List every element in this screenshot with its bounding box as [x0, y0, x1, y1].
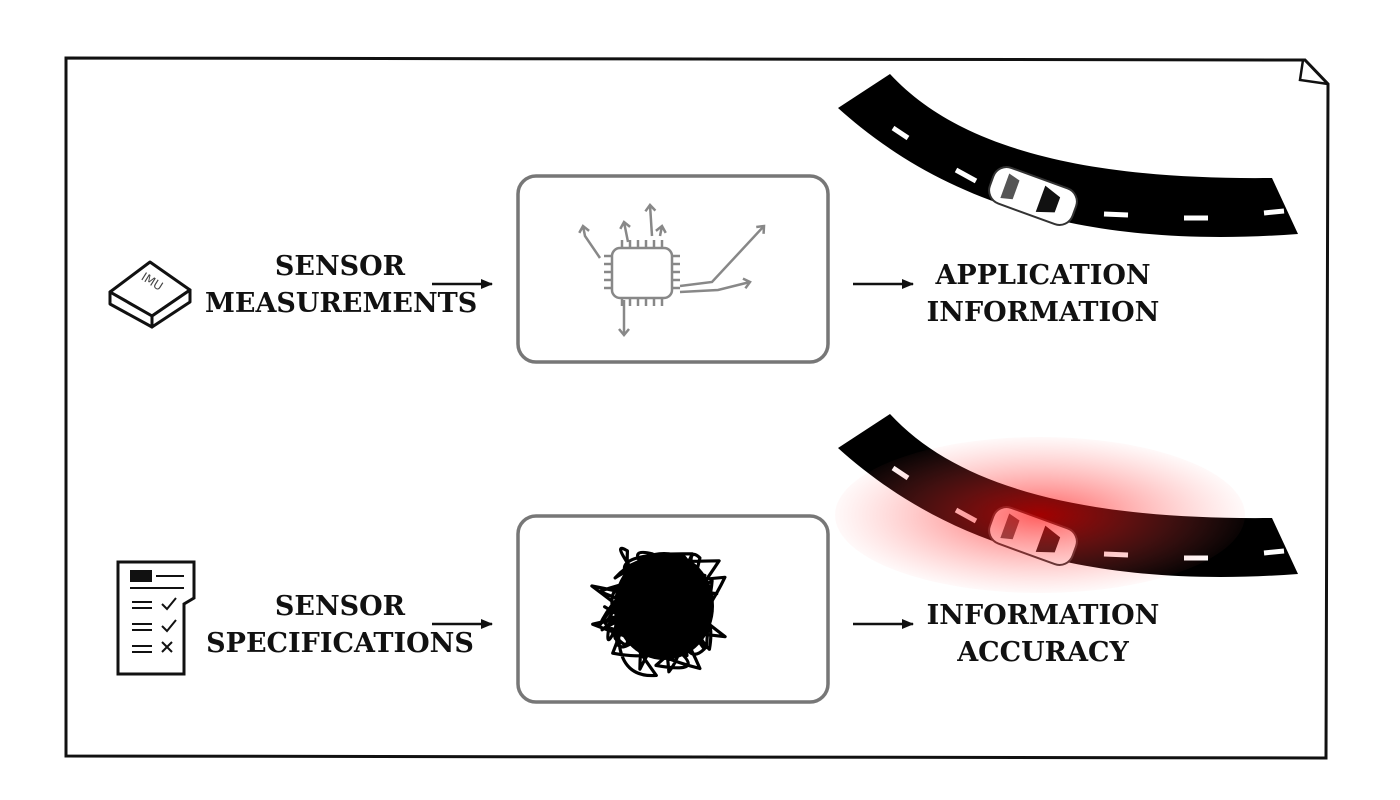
output-label-1: APPLICATION INFORMATION	[912, 257, 1174, 331]
processor-chip-icon	[578, 203, 766, 337]
output-label-2-line1: INFORMATION	[926, 600, 1160, 631]
input-label-1-line1: SENSOR	[274, 251, 406, 282]
output-label-2: INFORMATION ACCURACY	[912, 597, 1174, 671]
scribble-noise-icon	[590, 546, 727, 678]
input-label-1: SENSOR MEASUREMENTS	[205, 248, 478, 322]
output-label-1-line1: APPLICATION	[935, 260, 1151, 291]
input-label-2-line1: SENSOR	[274, 591, 406, 622]
spec-sheet-icon	[116, 560, 196, 676]
car-uncertainty-icon	[835, 414, 1298, 593]
output-label-2-line2: ACCURACY	[957, 637, 1129, 668]
input-label-2: SENSOR SPECIFICATIONS	[205, 588, 475, 662]
input-label-2-line2: SPECIFICATIONS	[206, 628, 474, 659]
car-on-road-icon	[838, 74, 1298, 237]
imu-chip-icon: IMU	[108, 260, 192, 329]
output-label-1-line2: INFORMATION	[926, 297, 1160, 328]
input-label-1-line2: MEASUREMENTS	[205, 288, 478, 319]
